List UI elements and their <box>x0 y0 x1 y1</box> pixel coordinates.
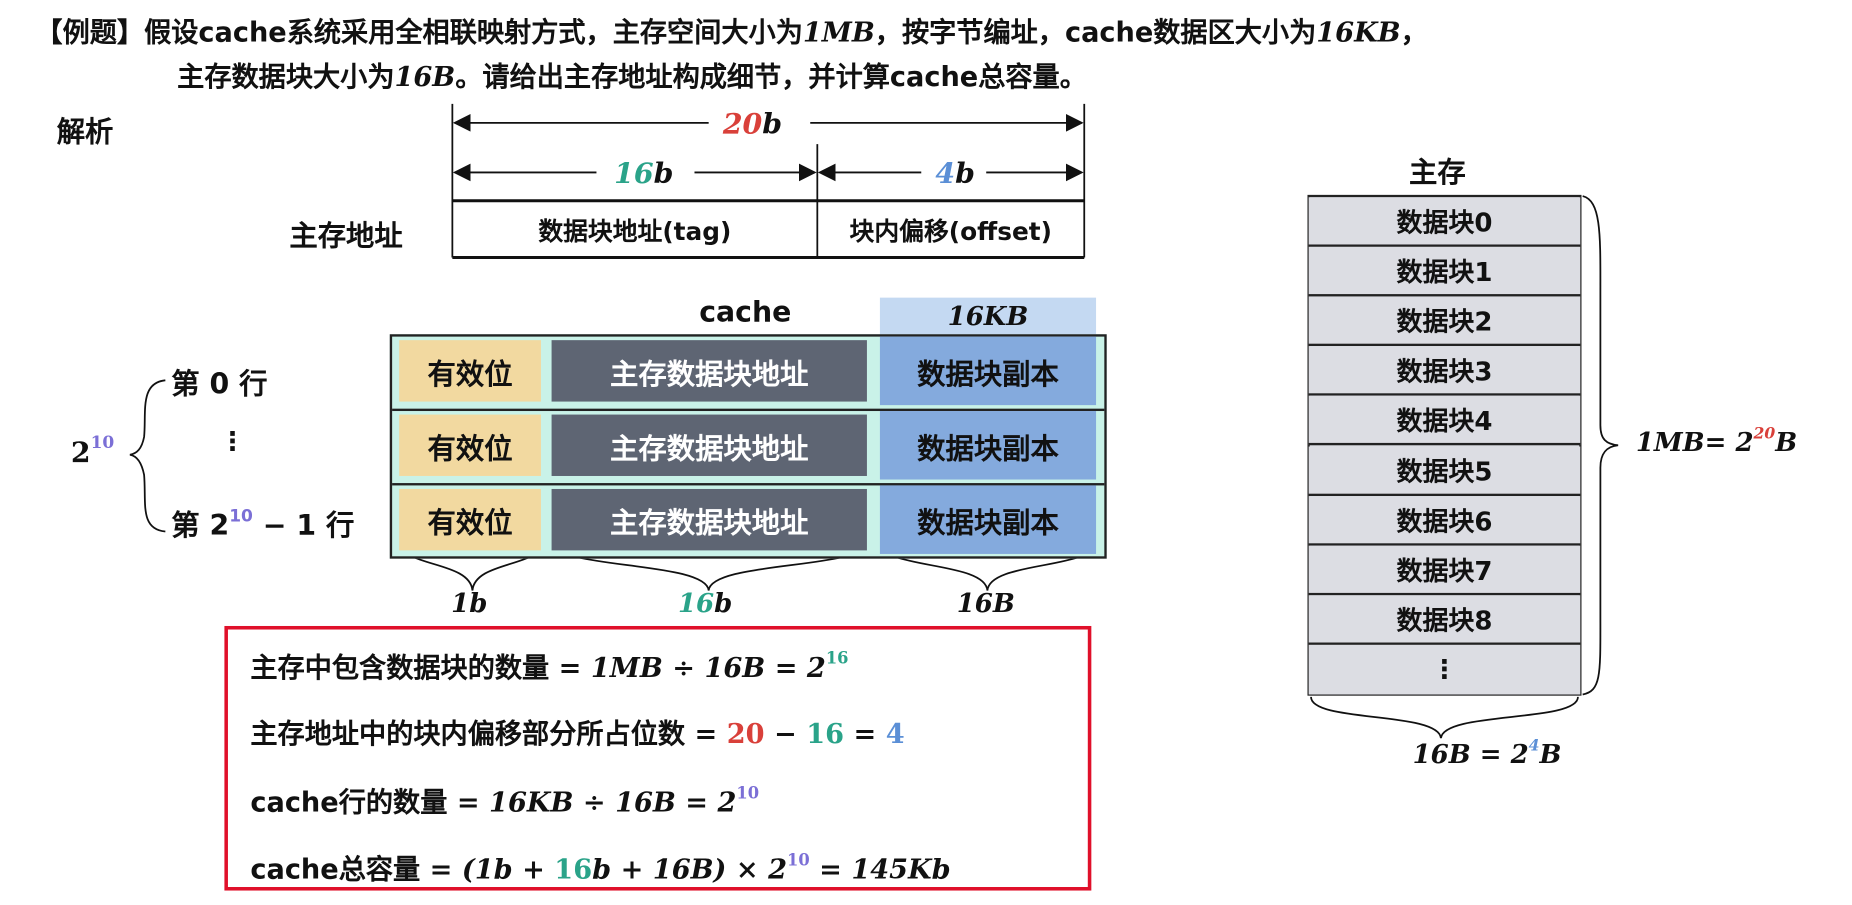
calc-line-cache-rows: cache行的数量 = 16KB ÷ 16B = 210 <box>250 784 760 819</box>
data-copy-cell: 数据块副本 <box>879 336 1097 406</box>
cache-title: cache <box>699 295 792 329</box>
memory-block: 数据块2 <box>1308 296 1581 347</box>
question-line-2: 主存数据块大小为16B。请给出主存地址构成细节，并计算cache总容量。 <box>177 61 1087 94</box>
valid-bit-cell: 有效位 <box>399 414 541 476</box>
tag-width: 16b <box>677 588 733 619</box>
data-width: 16B <box>956 588 1015 619</box>
row-last-label: 第 210 − 1 行 <box>171 507 355 543</box>
memory-block: 数据块4 <box>1308 396 1581 446</box>
tag-cell: 主存数据块地址 <box>551 488 867 551</box>
memory-block: 数据块6 <box>1308 495 1581 546</box>
memory-title: 主存 <box>1409 155 1466 189</box>
valid-bit-cell: 有效位 <box>399 488 541 551</box>
memory-dots: ⋮ <box>1308 644 1581 695</box>
row-first-label: 第 0 行 <box>171 367 268 401</box>
memory-size: 1MB= 220B <box>1635 425 1798 459</box>
memory-block: 数据块7 <box>1308 545 1581 595</box>
address-total-bits: 20b <box>722 106 783 141</box>
offset-field: 块内偏移(offset) <box>849 217 1053 246</box>
data-copy-cell: 数据块副本 <box>879 411 1097 480</box>
tag-bits: 16b <box>614 155 674 191</box>
memory-block: 数据块5 <box>1308 445 1581 496</box>
analysis-label: 解析 <box>56 115 114 149</box>
calc-line-block-count: 主存中包含数据块的数量 = 1MB ÷ 16B = 216 <box>250 649 849 684</box>
data-copy-cell: 数据块副本 <box>879 485 1097 554</box>
row-count: 210 <box>70 432 115 469</box>
memory-block: 数据块0 <box>1308 197 1581 247</box>
row-dots: ⋮ <box>219 427 246 458</box>
tag-cell: 主存数据块地址 <box>551 414 867 476</box>
calculation-box <box>224 625 1092 891</box>
cache-data-size: 16KB <box>879 297 1097 335</box>
valid-width: 1b <box>451 588 488 619</box>
valid-bit-cell: 有效位 <box>399 340 541 402</box>
offset-bits: 4b <box>935 155 975 191</box>
calc-line-offset-bits: 主存地址中的块内偏移部分所占位数 = 20 − 16 = 4 <box>250 718 905 750</box>
calc-line-total-capacity: cache总容量 = (1b + 16b + 16B) × 210 = 145K… <box>250 851 951 886</box>
memory-block: 数据块8 <box>1308 595 1581 645</box>
tag-field: 数据块地址(tag) <box>538 217 732 246</box>
address-row-label: 主存地址 <box>289 219 403 253</box>
tag-cell: 主存数据块地址 <box>551 340 867 402</box>
memory-block: 数据块1 <box>1308 246 1581 297</box>
memory-block: 数据块3 <box>1308 346 1581 397</box>
question-line-1: 【例题】假设cache系统采用全相联映射方式，主存空间大小为1MB，按字节编址，… <box>35 16 1428 49</box>
block-size: 16B = 24B <box>1412 737 1562 771</box>
